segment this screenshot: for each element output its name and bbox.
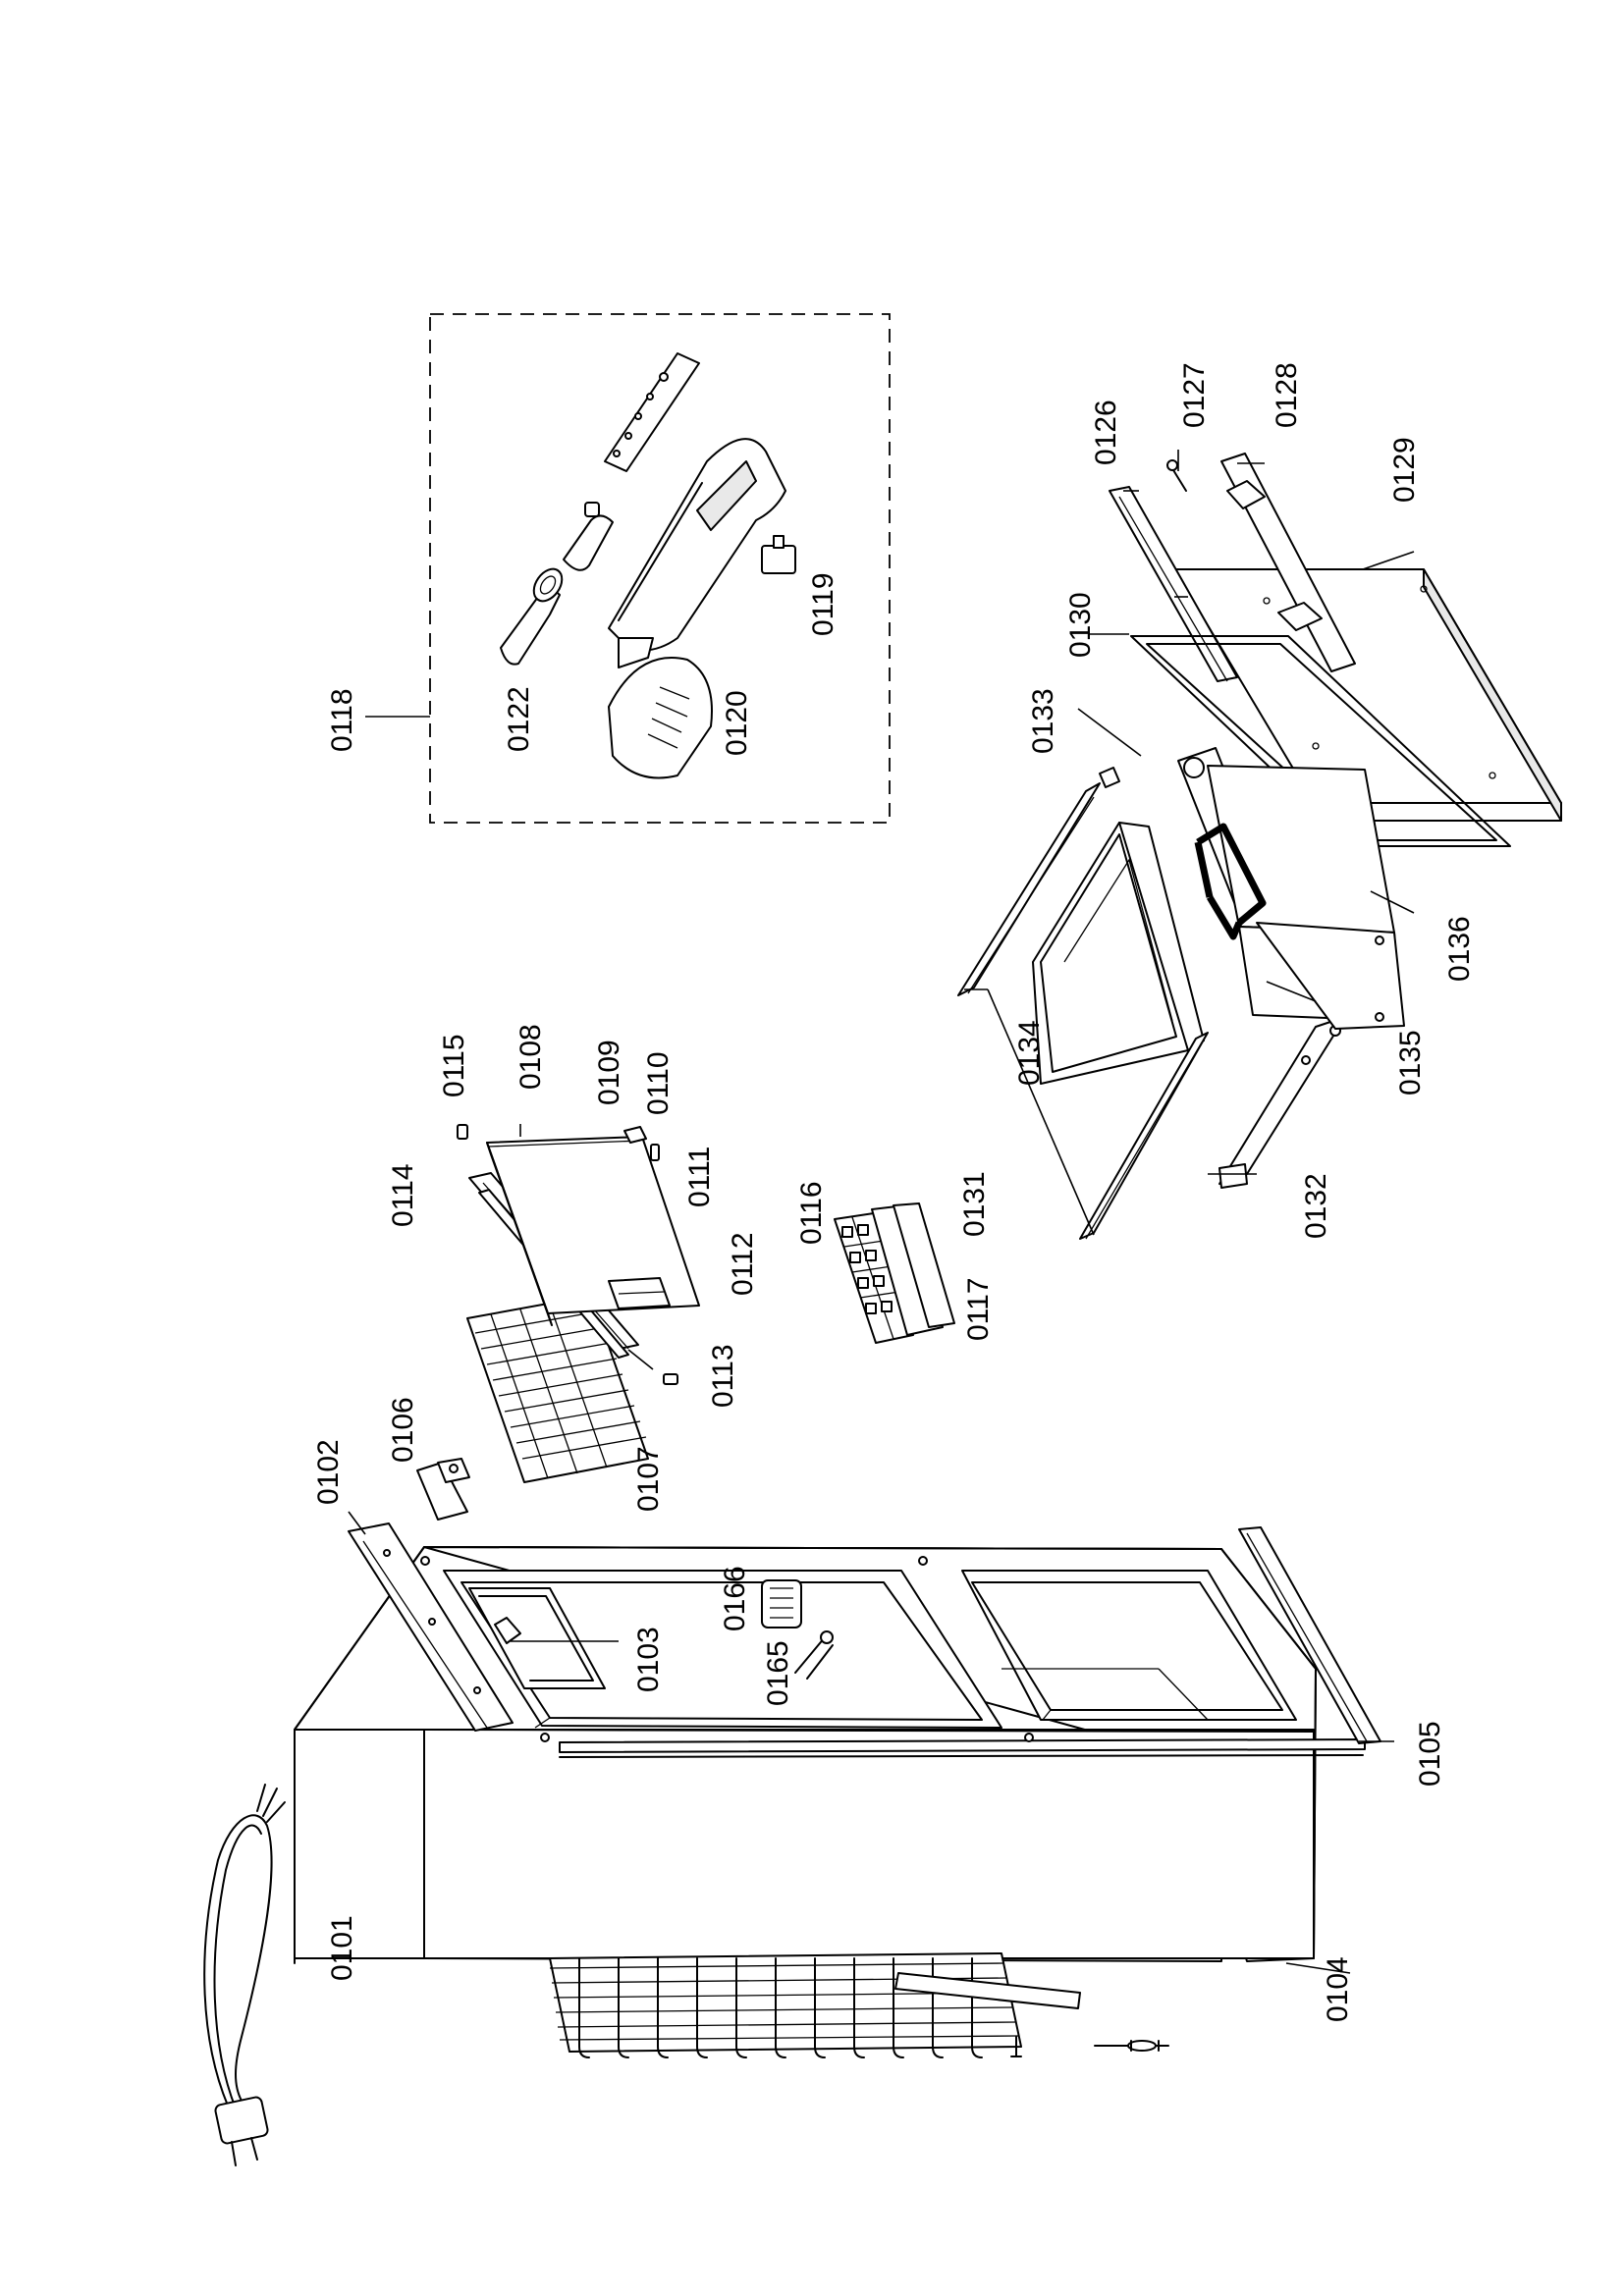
drawer-handle-bar — [1109, 486, 1238, 682]
top-cover-plate — [348, 1522, 514, 1732]
thermostat-housing — [608, 438, 786, 668]
latch-block — [494, 1617, 521, 1644]
label-0101: 0101 — [326, 1915, 358, 1981]
drawer-front-panel — [1173, 568, 1562, 822]
ice-cube-tray — [834, 1212, 914, 1344]
label-0133: 0133 — [1027, 688, 1059, 754]
connector-plug — [761, 535, 796, 574]
label-0106: 0106 — [387, 1397, 419, 1463]
label-0107: 0107 — [632, 1446, 665, 1512]
part-labels: 0101 0102 0103 0104 0105 0106 0107 0108 … — [312, 362, 1476, 2022]
handle-screw — [1166, 459, 1187, 492]
label-0104: 0104 — [1322, 1956, 1354, 2022]
label-0130: 0130 — [1064, 592, 1097, 658]
label-0109: 0109 — [593, 1040, 625, 1105]
drawer-housing — [1256, 922, 1405, 1030]
label-0120: 0120 — [721, 690, 753, 756]
label-0127: 0127 — [1178, 362, 1211, 428]
drawer-heating-frame — [1194, 823, 1267, 940]
label-0113: 0113 — [707, 1344, 739, 1408]
label-0136: 0136 — [1443, 916, 1476, 982]
control-panel-plate — [604, 352, 700, 472]
label-0105: 0105 — [1414, 1721, 1446, 1787]
label-0103: 0103 — [632, 1627, 665, 1692]
capillary-tube — [1094, 2040, 1169, 2052]
label-0122: 0122 — [503, 686, 535, 752]
thermostat-assembly-group — [429, 313, 891, 824]
label-0134: 0134 — [1013, 1020, 1046, 1086]
drawer-box — [1032, 822, 1205, 1085]
label-0126: 0126 — [1090, 400, 1122, 465]
label-0128: 0128 — [1271, 362, 1303, 428]
freezer-flap-door — [486, 1136, 700, 1326]
label-0118: 0118 — [326, 688, 358, 752]
label-0112: 0112 — [727, 1232, 759, 1296]
label-0108: 0108 — [514, 1024, 547, 1090]
cabinet — [294, 1546, 1366, 1964]
label-0114: 0114 — [387, 1163, 419, 1227]
lamp-cover — [608, 657, 713, 779]
drawer-runner-bracket — [1218, 1016, 1346, 1189]
flap-hinge-pins — [457, 1124, 678, 1385]
lamp-holder — [761, 1579, 802, 1629]
leader-lines — [348, 450, 1415, 1974]
label-0135: 0135 — [1394, 1030, 1427, 1095]
label-0110: 0110 — [642, 1051, 675, 1115]
condenser-grille — [549, 1952, 1081, 2058]
drawer-slide-left — [957, 782, 1101, 996]
hinge — [416, 1458, 470, 1521]
label-0119: 0119 — [807, 572, 839, 636]
ice-box — [871, 1202, 955, 1336]
label-0165: 0165 — [762, 1640, 794, 1706]
label-0115: 0115 — [438, 1034, 470, 1097]
lamp-socket — [500, 502, 614, 666]
label-0111: 0111 — [683, 1147, 716, 1207]
handle-bracket — [1220, 453, 1356, 672]
power-cord — [203, 1784, 286, 2166]
label-0132: 0132 — [1300, 1173, 1332, 1239]
label-0129: 0129 — [1388, 437, 1421, 503]
label-0166: 0166 — [719, 1566, 751, 1631]
slide-clip — [1099, 767, 1120, 788]
label-0131: 0131 — [958, 1171, 991, 1237]
thermostat-sensor — [794, 1630, 834, 1680]
label-0102: 0102 — [312, 1439, 345, 1505]
label-0116: 0116 — [795, 1181, 828, 1245]
label-0117: 0117 — [962, 1277, 995, 1341]
